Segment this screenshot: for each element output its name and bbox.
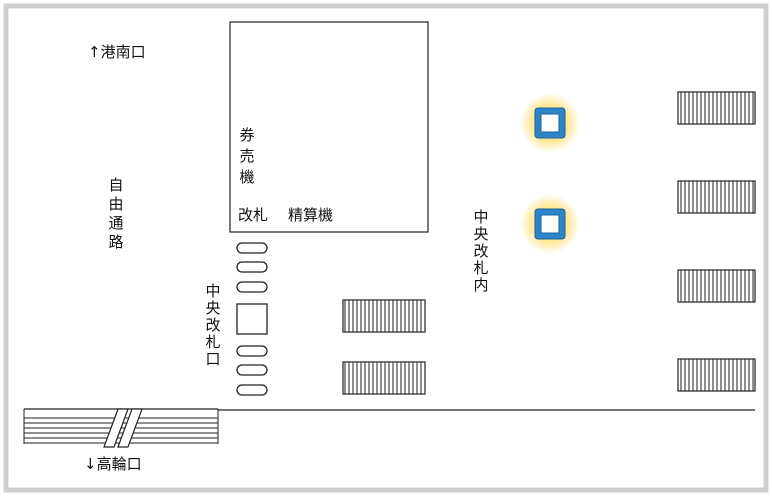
label-char: 自 (108, 176, 123, 194)
label-char: 由 (108, 195, 123, 213)
label-char: 売 (239, 147, 254, 165)
stairs-icon (342, 299, 426, 333)
stairs-icon (677, 180, 756, 214)
label-char: 改 (205, 316, 220, 334)
footbridge-icon (23, 408, 219, 448)
label-char: 機 (239, 168, 254, 186)
south-exit-label: ↓高輪口 (84, 455, 142, 473)
stairs-icon (677, 269, 756, 303)
label-char: 札 (473, 259, 488, 277)
label-char: 札 (205, 333, 220, 351)
label-char: 中 (473, 208, 488, 226)
label-char: 改 (473, 242, 488, 260)
label-char: 中 (205, 282, 220, 300)
stairs-icon (677, 91, 756, 125)
label-char: 央 (473, 225, 488, 243)
ticket-machine-label: 券売機 (239, 126, 254, 186)
ticket-hall (229, 21, 429, 233)
elevator-marker-icon (520, 194, 580, 254)
stairs-icon (677, 358, 756, 392)
label-char: 路 (108, 233, 123, 251)
fare-adjustment-label: 精算機 (288, 206, 333, 224)
label-char: 口 (205, 350, 220, 368)
label-char: 央 (205, 299, 220, 317)
label-char: 内 (473, 276, 488, 294)
stairs-icon (342, 361, 426, 395)
gate-label: 改札 (238, 206, 268, 224)
ticket-gate-icon (236, 242, 268, 396)
elevator-marker-icon (520, 93, 580, 153)
label-char: 通 (108, 214, 123, 232)
north-exit-label: ↑港南口 (88, 43, 146, 61)
label-char: 券 (239, 126, 254, 144)
